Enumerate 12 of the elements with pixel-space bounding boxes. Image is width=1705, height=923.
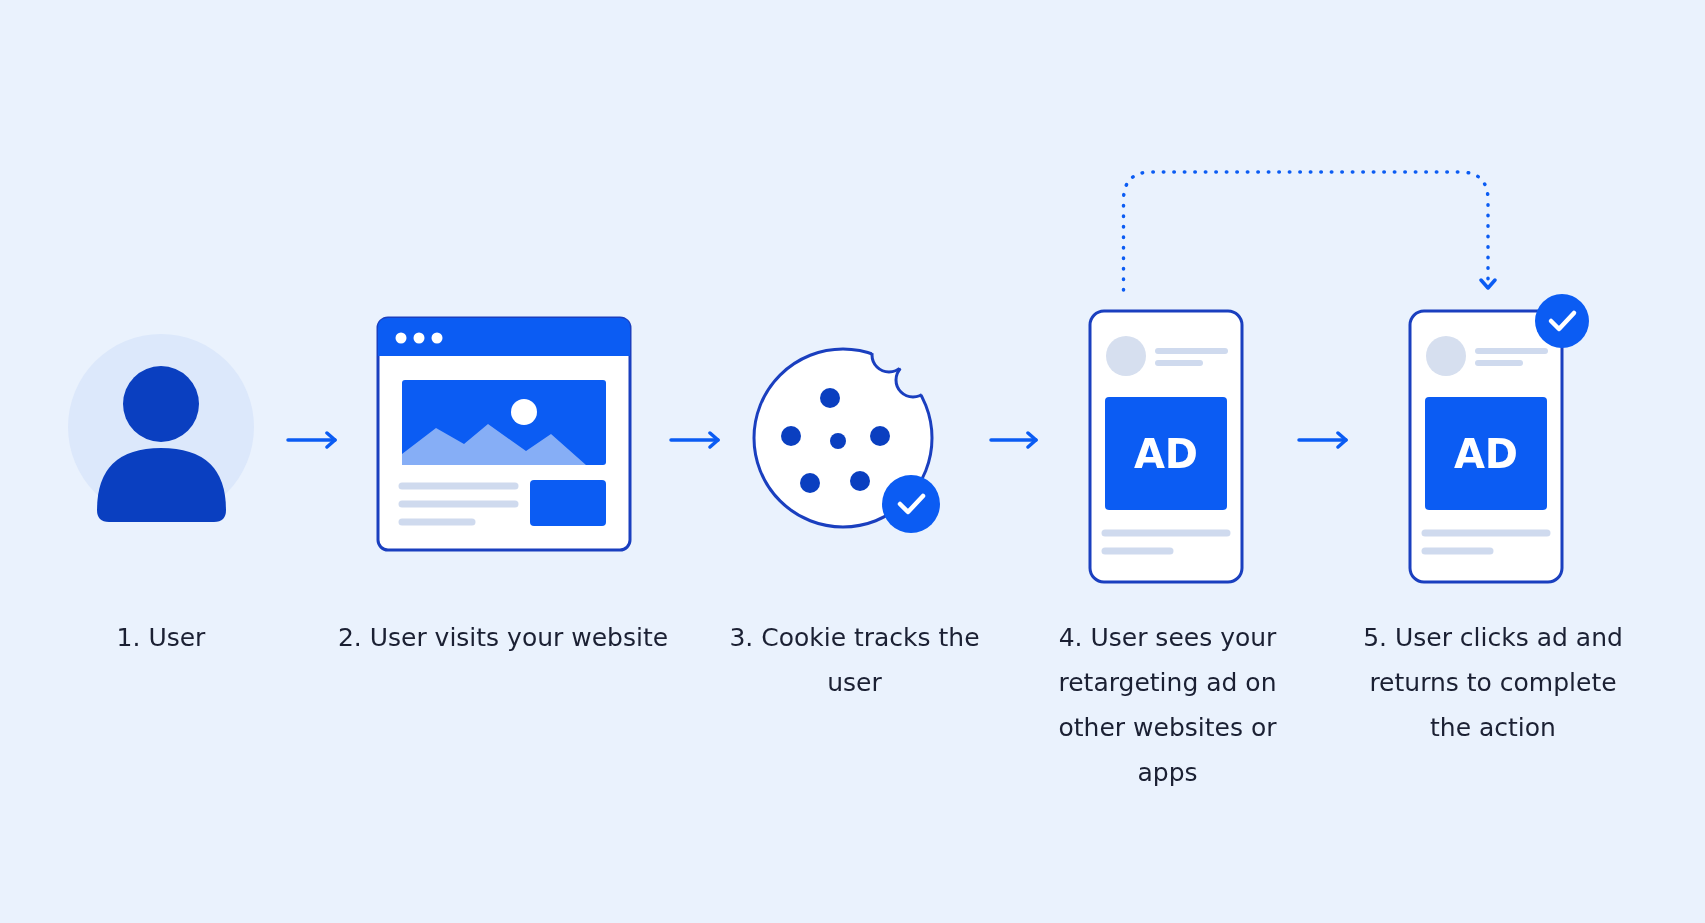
step-caption: 1. User xyxy=(115,622,207,654)
arrow xyxy=(989,431,1038,449)
step-caption: 2. User visits your website xyxy=(336,622,670,654)
step-caption: 4. User sees your retargeting ad on other websites or apps xyxy=(1057,622,1278,789)
ad-label: AD xyxy=(1132,429,1200,479)
step-caption: 5. User clicks ad and returns to complete the action xyxy=(1362,622,1624,744)
arrow xyxy=(286,431,337,449)
dotted-arrow xyxy=(1121,170,1497,292)
ad-label: AD xyxy=(1452,429,1520,479)
arrow xyxy=(1297,431,1348,449)
step-caption: 3. Cookie tracks the user xyxy=(728,622,981,699)
arrow xyxy=(669,431,720,449)
